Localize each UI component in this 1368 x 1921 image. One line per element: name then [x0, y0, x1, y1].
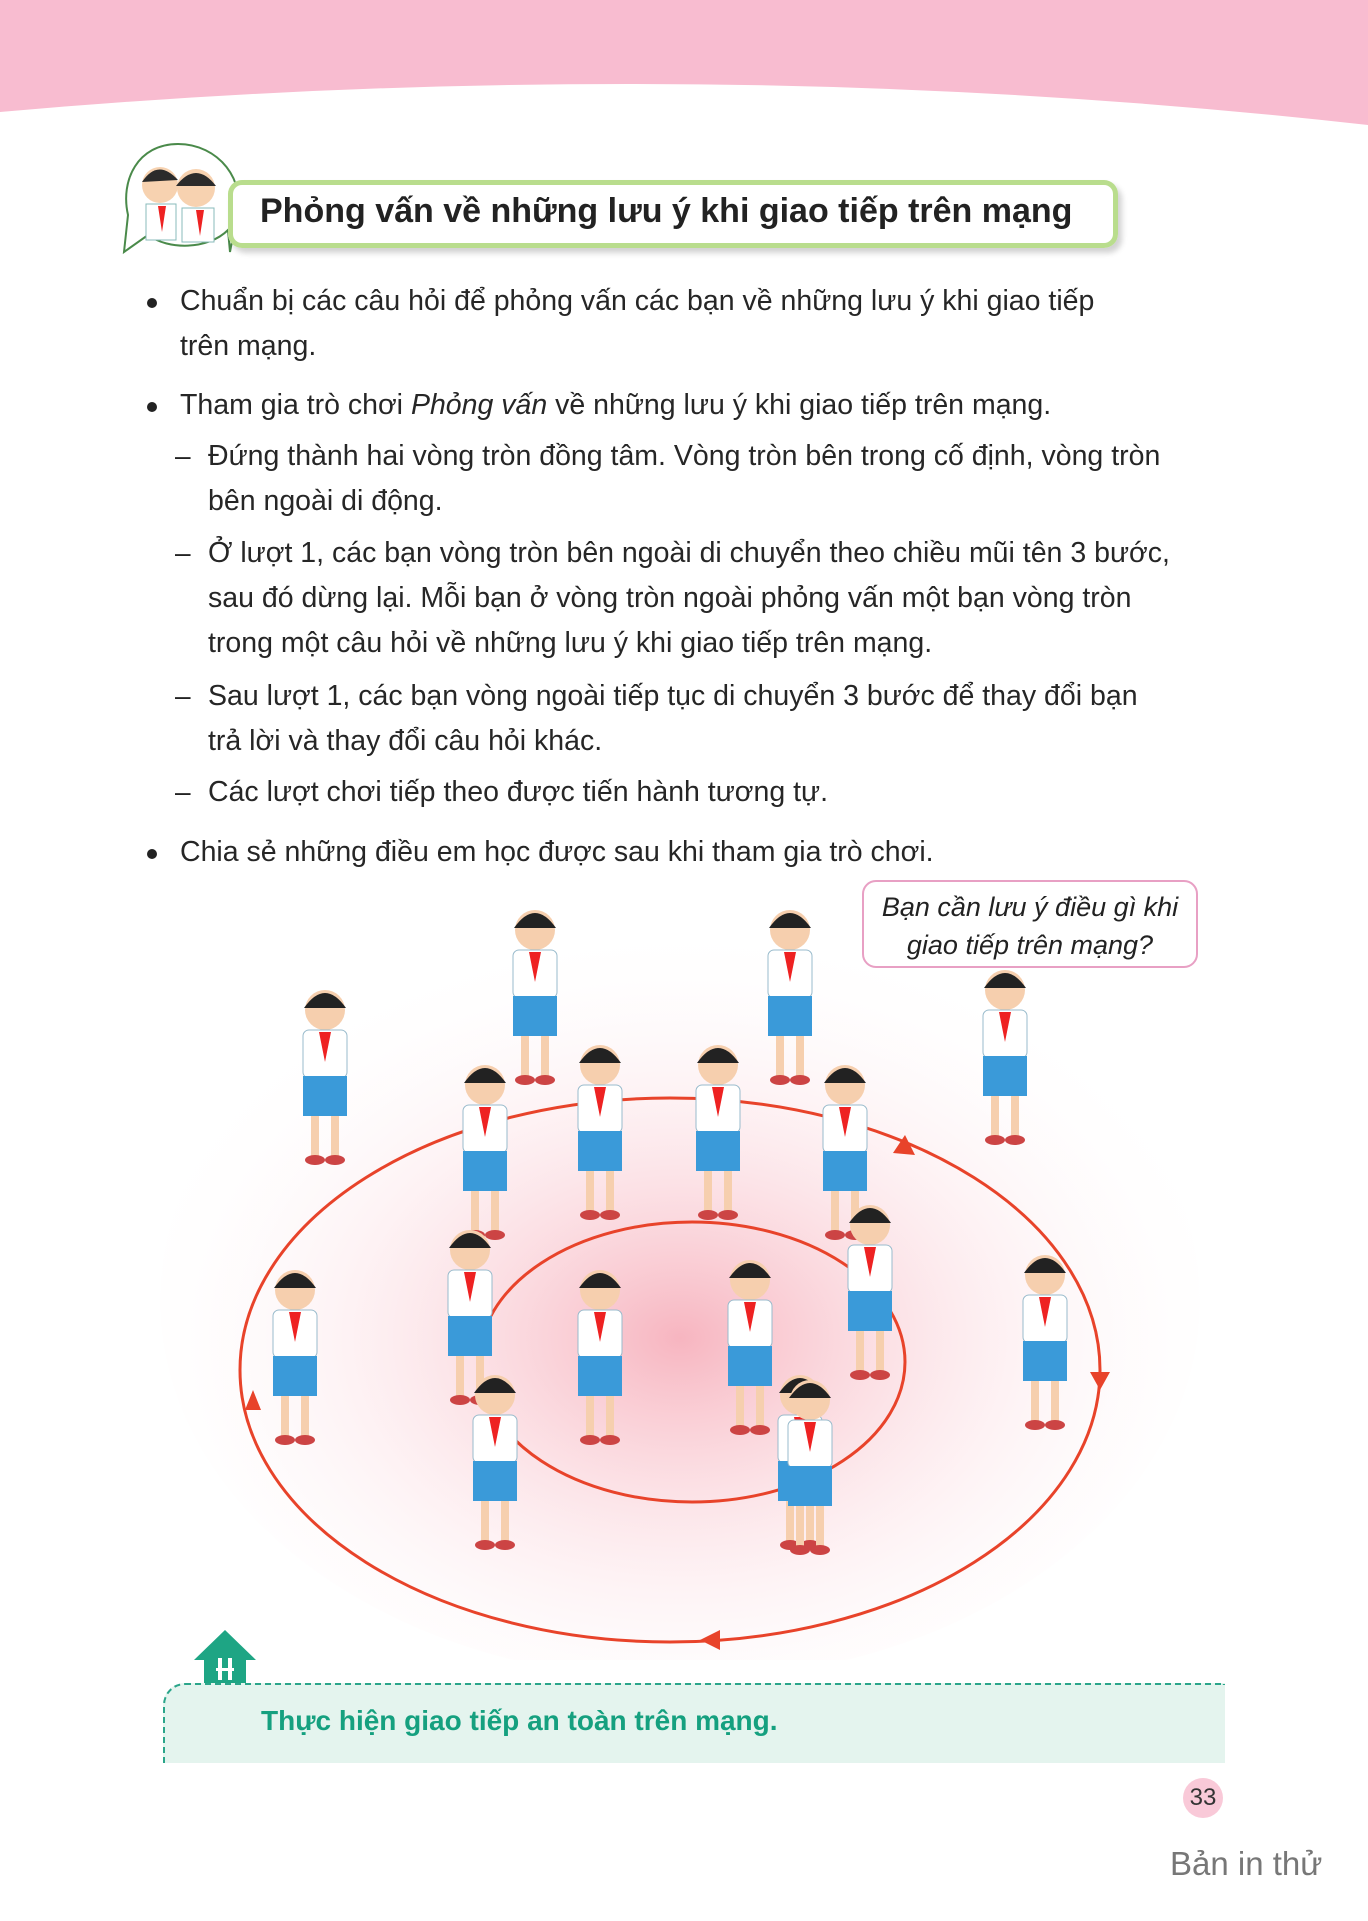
student-figure [447, 1230, 493, 1405]
print-label: Bản in thử [1170, 1845, 1323, 1882]
student-figure [577, 1270, 623, 1445]
student-figure [302, 990, 348, 1165]
dash-mark: – [175, 440, 191, 471]
speech-line: giao tiếp trên mạng? [906, 930, 1154, 960]
bullet-dot [147, 298, 157, 308]
text-prefix: Tham gia trò chơi [180, 389, 411, 421]
dash-text: sau đó dừng lại. Mỗi bạn ở vòng tròn ngo… [208, 582, 1132, 614]
dash-mark: – [175, 537, 191, 568]
student-figure [695, 1045, 741, 1220]
student-figure [577, 1045, 623, 1220]
dash-text: bên ngoài di động. [208, 485, 443, 517]
recap-text: Thực hiện giao tiếp an toàn trên mạng. [261, 1705, 778, 1736]
recap-box: Thực hiện giao tiếp an toàn trên mạng. [163, 1683, 1225, 1763]
speech-line: Bạn cần lưu ý điều gì khi [881, 892, 1179, 922]
house-icon [194, 1630, 256, 1688]
students-mascot-icon [122, 142, 240, 255]
student-figure [982, 970, 1028, 1145]
text-suffix: về những lưu ý khi giao tiếp trên mạng. [547, 389, 1052, 421]
dash-text: trả lời và thay đổi câu hỏi khác. [208, 725, 603, 757]
student-figure [767, 910, 813, 1085]
background-glow [160, 920, 1200, 1660]
student-figure [787, 1380, 833, 1555]
bullet-text: trên mạng. [180, 330, 317, 362]
bullet-text: Tham gia trò chơi Phỏng vấn về những lưu… [180, 389, 1051, 422]
bullet-dot [147, 402, 157, 412]
concentric-circle-game-illustration [160, 910, 1200, 1660]
game-name: Phỏng vấn [410, 389, 548, 421]
student-figure [512, 910, 558, 1085]
student-figure [272, 1270, 318, 1445]
bullet-dot [147, 849, 157, 859]
dash-mark: – [175, 680, 191, 711]
student-figure [727, 1260, 773, 1435]
page-number: 33 [1183, 1778, 1223, 1818]
header-band [0, 0, 1368, 125]
outer-circle [238, 1096, 1102, 1644]
bullet-text: Chia sẻ những điều em học được sau khi t… [180, 836, 934, 868]
dash-text: Sau lượt 1, các bạn vòng ngoài tiếp tục … [208, 680, 1138, 712]
dash-text: Các lượt chơi tiếp theo được tiến hành t… [208, 776, 829, 808]
student-figure [1022, 1255, 1068, 1430]
student-figure [472, 1375, 518, 1550]
student-figure [847, 1205, 893, 1380]
dash-text: Ở lượt 1, các bạn vòng tròn bên ngoài di… [208, 537, 1170, 569]
section-header: Phỏng vấn về những lưu ý khi giao tiếp t… [118, 140, 1128, 265]
bullet-text: Chuẩn bị các câu hỏi để phỏng vấn các bạ… [180, 285, 1095, 317]
student-figure [462, 1065, 508, 1240]
section-title: Phỏng vấn về những lưu ý khi giao tiếp t… [260, 192, 1073, 230]
title-box [228, 180, 1118, 248]
dash-text: trong một câu hỏi về những lưu ý khi gia… [208, 627, 933, 659]
dash-text: Đứng thành hai vòng tròn đồng tâm. Vòng … [208, 440, 1161, 472]
dash-mark: – [175, 776, 191, 807]
speech-bubble: Bạn cần lưu ý điều gì khi giao tiếp trên… [862, 880, 1198, 968]
